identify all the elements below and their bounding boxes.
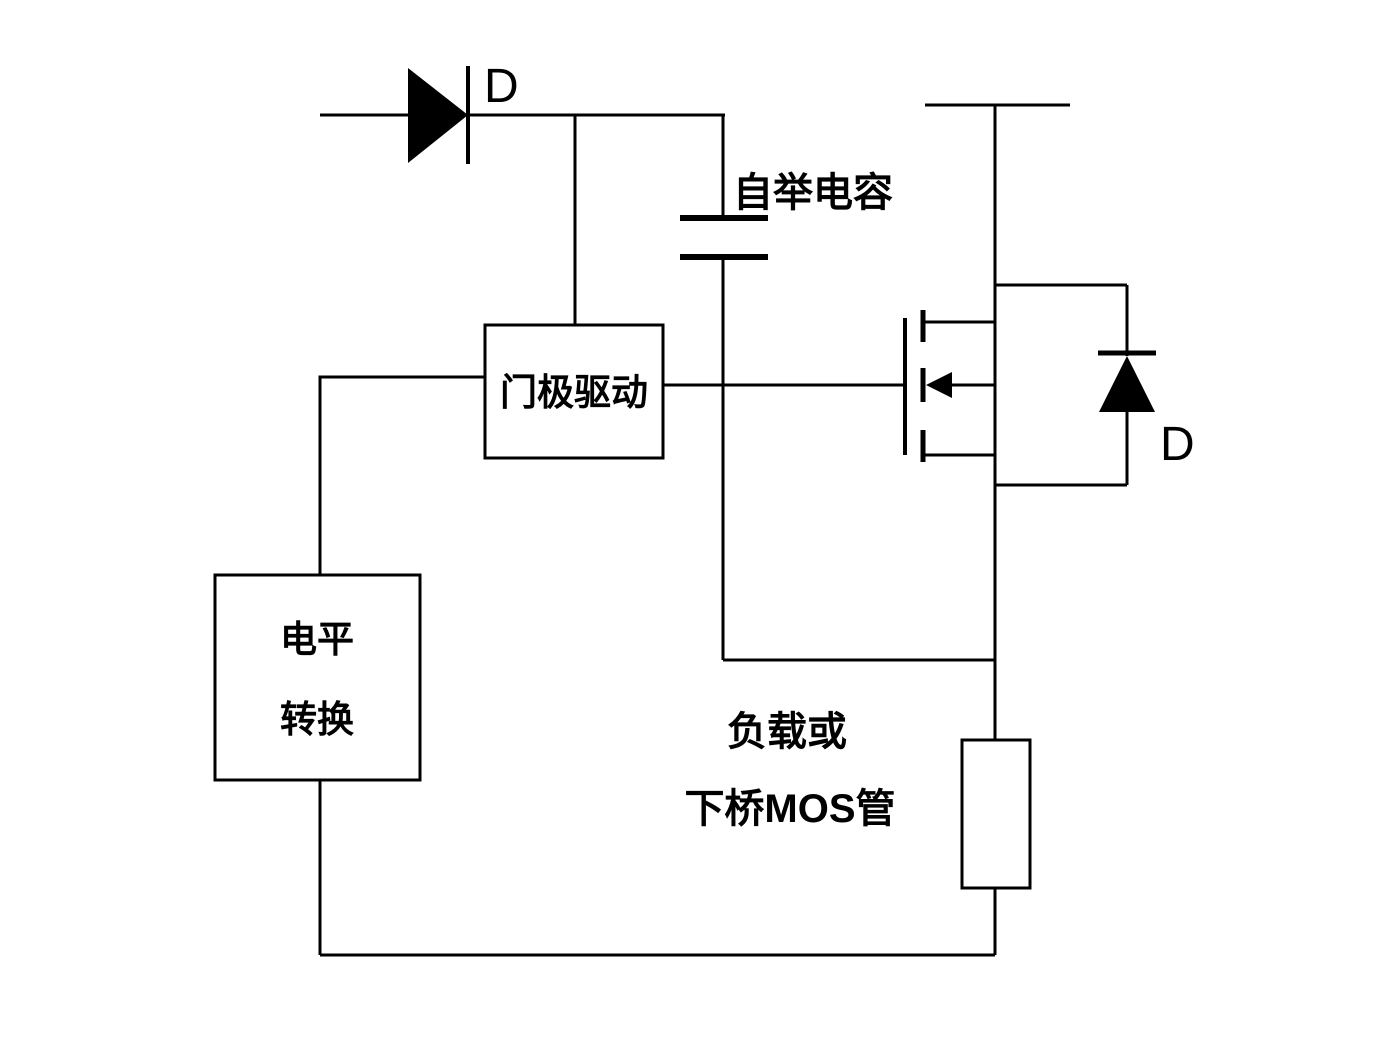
bootstrap-diode-icon [408,68,468,163]
bootstrap-diode-branch: D [320,60,725,164]
level-shifter-box [213,573,422,782]
load-block: 负载或 下桥MOS管 [684,710,1032,890]
body-diode-branch: D [995,283,1195,487]
gate-driver-box [483,323,665,460]
load-label-line2: 下桥MOS管 [684,787,895,831]
level-shift-to-driver-wire [318,375,485,575]
load-label-line1: 负载或 [727,710,847,754]
gate-driver-label: 门极驱动 [500,372,648,413]
mosfet-body-arrow-icon [926,372,952,398]
level-shifter-label-line2: 转换 [280,699,354,740]
mosfet-symbol [903,310,995,462]
gate-driver-block: 门极驱动 [483,323,665,460]
load-resistor-box [960,738,1032,890]
bootstrap-capacitor-label: 自举电容 [733,171,893,215]
bootstrap-diode-label: D [484,60,519,113]
bootstrap-capacitor: 自举电容 [680,115,893,660]
level-shifter-block: 电平 转换 [213,573,422,782]
body-diode-icon [1099,356,1155,412]
body-diode-label: D [1160,418,1195,471]
level-shifter-label-line1: 电平 [280,619,354,660]
